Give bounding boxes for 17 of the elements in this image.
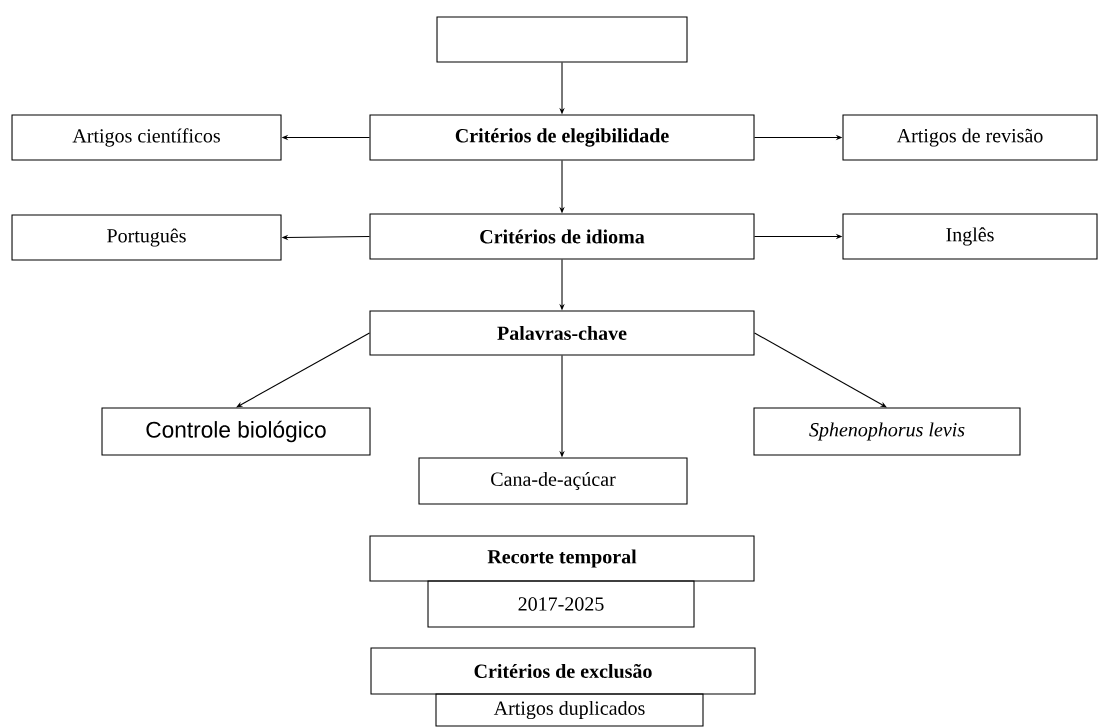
process-box: Artigos científicos: [11, 114, 282, 161]
process-box: Artigos duplicados: [435, 693, 704, 727]
process-box: Inglês: [842, 213, 1098, 260]
process-box: Português: [11, 214, 282, 261]
empty-box: [436, 16, 688, 63]
process-box: Sphenophorus levis: [753, 407, 1021, 456]
heading-box: Critérios de idioma: [369, 213, 755, 260]
heading-box: Palavras-chave: [369, 310, 755, 356]
process-box: Artigos de revisão: [842, 114, 1098, 161]
arrow: [754, 332, 887, 408]
heading-box: Critérios de exclusão: [370, 647, 756, 695]
heading-box: Critérios de elegibilidade: [369, 114, 755, 161]
heading-box: Recorte temporal: [369, 535, 755, 582]
process-box: Cana-de-açúcar: [418, 457, 688, 505]
process-box: Controle biológico: [101, 407, 371, 456]
arrow: [236, 332, 370, 408]
process-box: 2017-2025: [427, 580, 695, 628]
